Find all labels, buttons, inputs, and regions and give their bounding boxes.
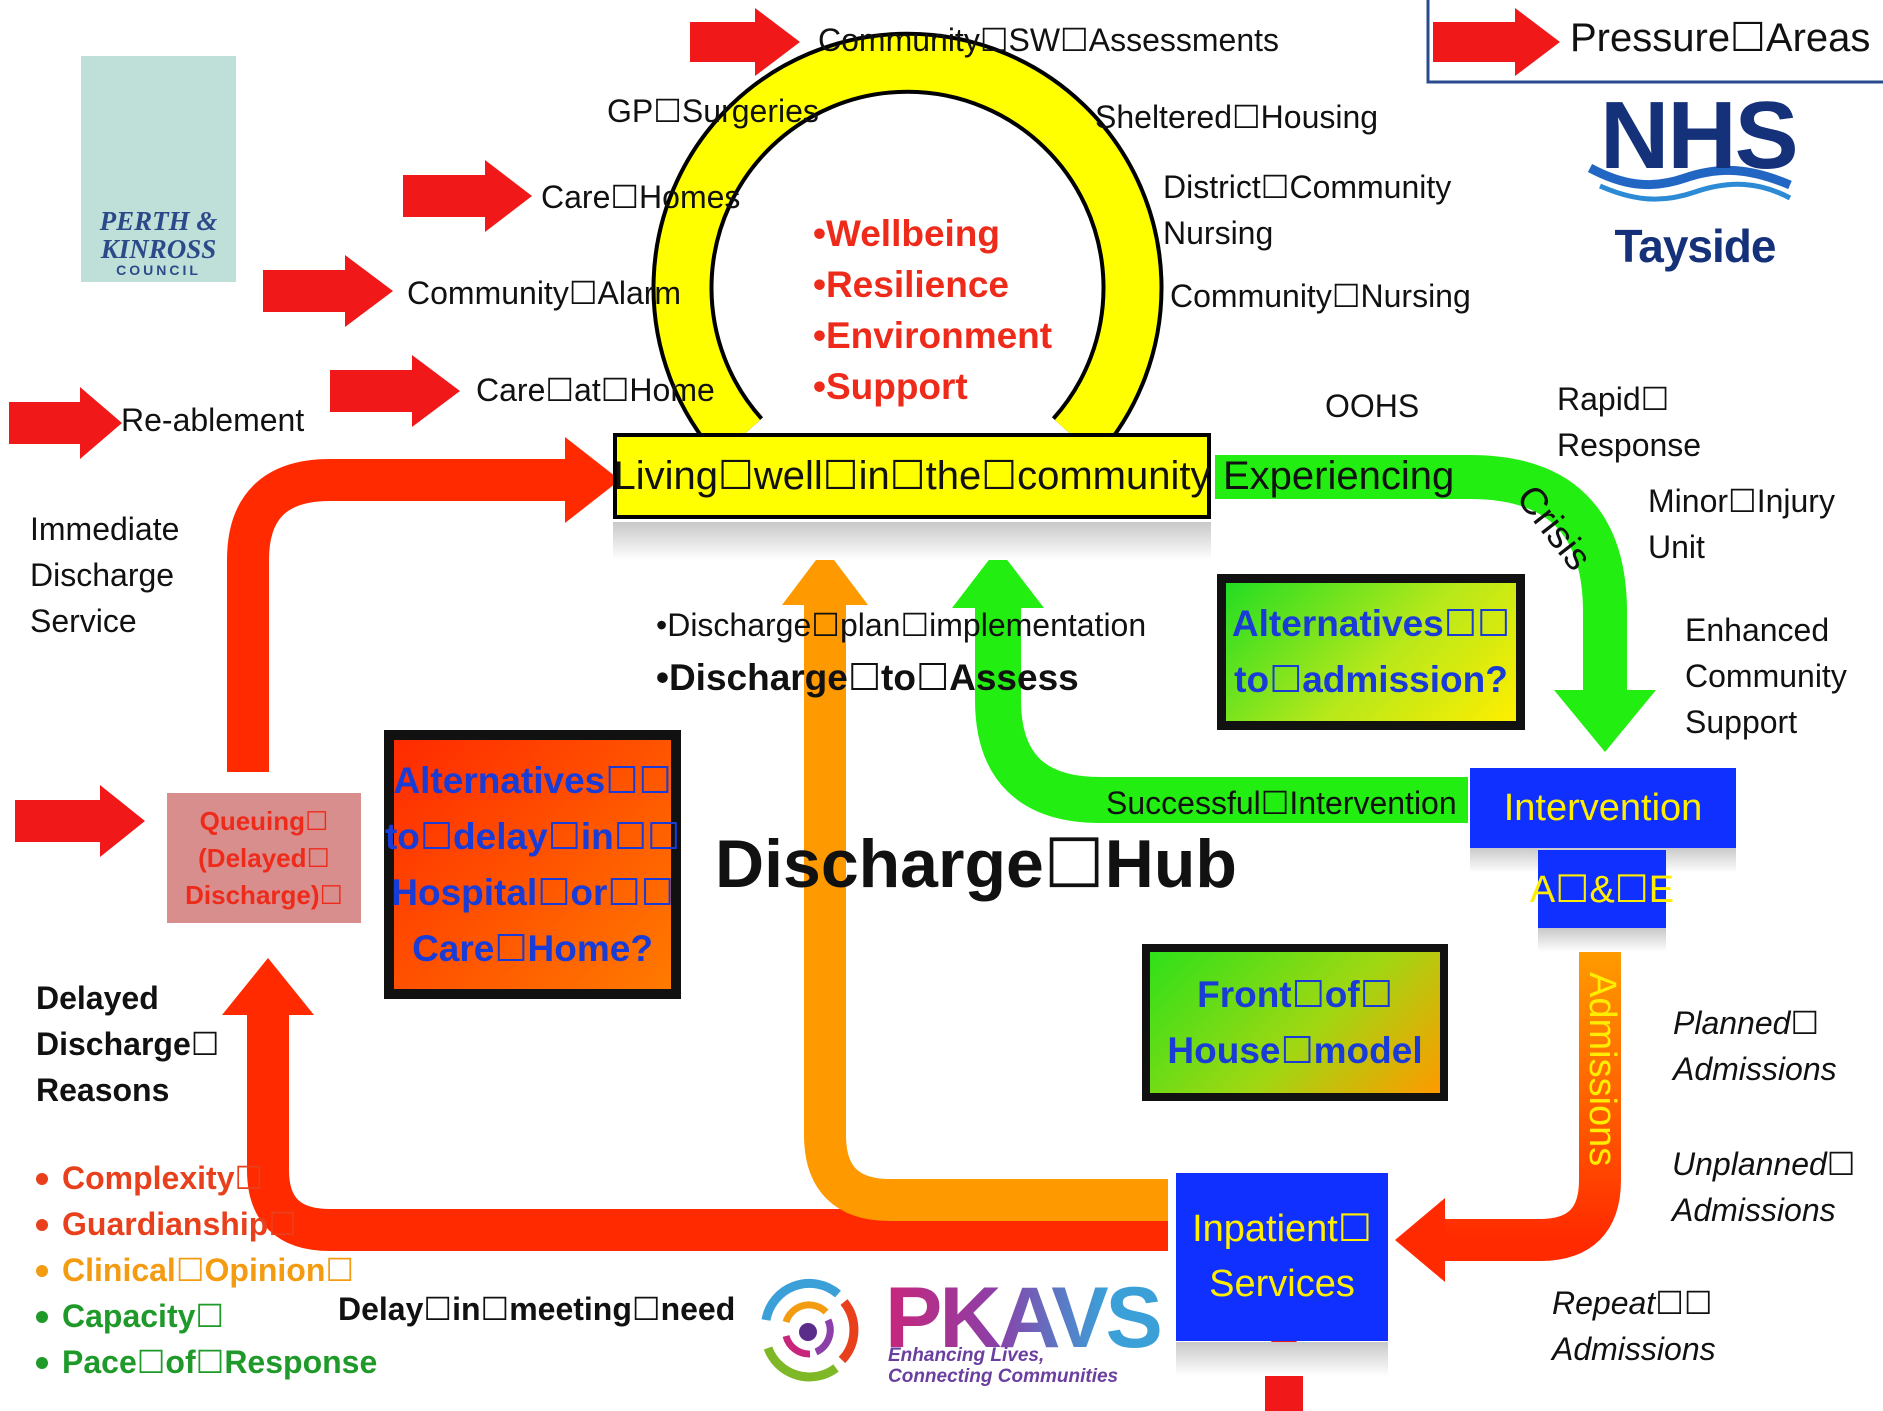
bullet-icon	[36, 1172, 48, 1185]
nhs-mark: NHS	[1600, 82, 1799, 189]
resilience-item: •Resilience	[813, 264, 1010, 305]
pkavs-tagline: Enhancing Lives, Connecting Communities	[888, 1345, 1119, 1387]
input-arrows	[9, 8, 1560, 1411]
nhs-wave	[1587, 164, 1792, 190]
minor-injury-unit-label: Minor☐Injury Unit	[1648, 483, 1835, 565]
delayed-reason-item: Capacity☐	[36, 1297, 224, 1335]
delayed-reason-label: Complexity☐	[62, 1160, 264, 1196]
nhs-area: Tayside	[1614, 220, 1777, 272]
delayed-reason-label: Guardianship☐	[62, 1206, 297, 1242]
community-alarm: Community☐Alarm	[407, 275, 682, 311]
perth-kinross-logo: PERTH & KINROSS COUNCIL	[81, 56, 236, 282]
pkavs-logo: PKAVS	[885, 1275, 1163, 1361]
successful-intervention-label: Successful☐Intervention	[1106, 785, 1457, 821]
bullet-icon	[36, 1356, 48, 1369]
pressure-areas-label: Pressure☐Areas	[1570, 16, 1871, 60]
care-at-home: Care☐at☐Home	[476, 372, 715, 408]
pkavs-name: PKAVS	[885, 1270, 1163, 1366]
intervention-box: Intervention	[1470, 768, 1736, 848]
delayed-reason-item: Complexity☐	[36, 1159, 263, 1197]
planned-admissions: Planned☐ Admissions	[1673, 1005, 1837, 1087]
gp-surgeries: GP☐Surgeries	[607, 93, 819, 129]
alternatives-to-delay-box: Alternatives☐☐ to☐delay☐in☐☐ Hospital☐or…	[384, 730, 681, 999]
repeat-admissions: Repeat☐☐ Admissions	[1552, 1285, 1716, 1367]
delayed-reason-item: Pace☐of☐Response	[36, 1343, 377, 1381]
immediate-discharge-service: Immediate Discharge Service	[30, 511, 180, 639]
logo-line-2: KINROSS	[100, 234, 217, 264]
green-crisis-arrow	[1215, 455, 1627, 700]
delayed-reason-label: Capacity☐	[62, 1298, 225, 1334]
bullet-icon	[36, 1218, 48, 1231]
admissions-label: Admissions	[1581, 972, 1623, 1166]
community-sw-assessments: Community☐SW☐Assessments	[818, 22, 1280, 58]
front-of-house-box: Front☐of☐ House☐model	[1142, 944, 1448, 1101]
community-nursing: Community☐Nursing	[1170, 278, 1471, 314]
wellbeing-list: •Wellbeing •Resilience •Environment •Sup…	[813, 208, 1052, 412]
bullet-icon	[36, 1310, 48, 1323]
alternatives-to-admission-box: Alternatives☐☐ to☐admission?	[1217, 574, 1525, 730]
rapid-response-label: Rapid☐ Response	[1557, 381, 1702, 463]
delay-in-meeting-need: Delay☐in☐meeting☐need	[338, 1291, 736, 1327]
delayed-reason-label: Clinical☐Opinion☐	[62, 1252, 355, 1288]
oohs-label: OOHS	[1325, 388, 1420, 424]
support-item: •Support	[813, 366, 968, 407]
a-and-e-box: A☐&☐E	[1530, 850, 1674, 928]
sheltered-housing: Sheltered☐Housing	[1095, 99, 1379, 135]
unplanned-admissions: Unplanned☐ Admissions	[1672, 1146, 1856, 1228]
bullet-icon	[36, 1264, 48, 1277]
delayed-discharge-reasons-title: Delayed Discharge☐ Reasons	[36, 980, 220, 1108]
care-homes: Care☐Homes	[541, 179, 741, 215]
wellbeing-item: •Wellbeing	[813, 213, 1001, 254]
green-success-arrow	[975, 605, 1468, 823]
delayed-reason-label: Pace☐of☐Response	[62, 1344, 378, 1380]
experiencing-label: Experiencing	[1223, 454, 1455, 498]
logo-line-1: PERTH &	[99, 206, 218, 236]
admissions-arrow	[1440, 935, 1621, 1261]
discharge-hub-title: Discharge☐Hub	[715, 826, 1237, 902]
discharge-plan-implementation: •Discharge☐plan☐implementation	[656, 607, 1147, 643]
living-well-box: Living☐well☐in☐the☐community	[613, 433, 1211, 519]
discharge-to-assess: •Discharge☐to☐Assess	[656, 657, 1079, 698]
red-delay-arrow	[247, 1010, 1168, 1251]
orange-discharge-arrow	[804, 600, 1168, 1221]
delayed-reason-item: Guardianship☐	[36, 1205, 297, 1243]
queuing-box: Queuing☐ (Delayed☐ Discharge)☐	[167, 793, 361, 923]
enhanced-community-support-label: Enhanced Community Support	[1685, 612, 1847, 740]
district-community-nursing: District☐Community Nursing	[1163, 169, 1452, 251]
nhs-tayside-logo: NHS Tayside	[1600, 82, 1799, 270]
red-return-arrow	[227, 459, 570, 772]
logo-line-3: COUNCIL	[116, 262, 201, 278]
delayed-reason-item: Clinical☐Opinion☐	[36, 1251, 354, 1289]
re-ablement: Re-ablement	[121, 402, 305, 438]
pkavs-swirl-icon	[761, 1278, 859, 1382]
inpatient-services-box: Inpatient☐ Services	[1176, 1173, 1388, 1341]
environment-item: •Environment	[813, 315, 1053, 356]
